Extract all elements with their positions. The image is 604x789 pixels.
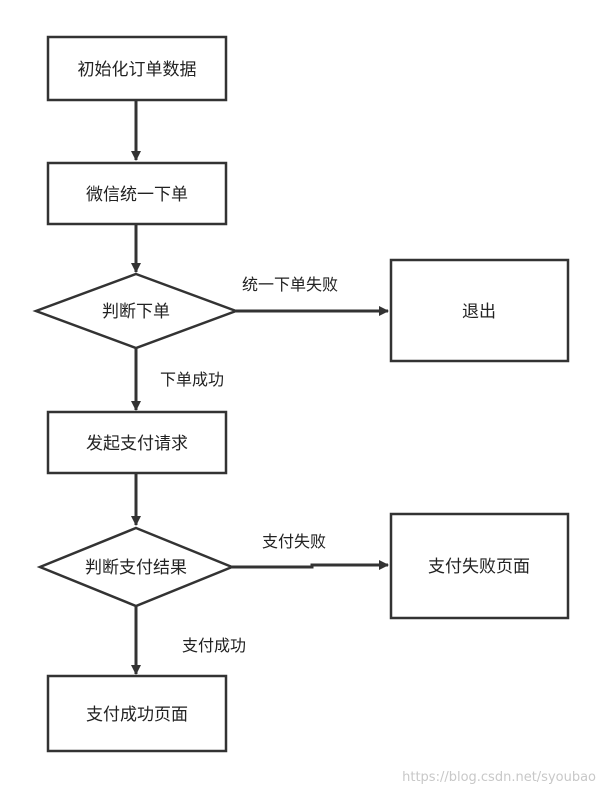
edge-label-pay-success: 支付成功 <box>182 636 246 655</box>
node-check-pay: 判断支付结果 <box>36 526 236 608</box>
node-pay-fail-page: 支付失败页面 <box>389 512 570 620</box>
edge-checkpay-to-failpage <box>232 560 389 570</box>
node-wechat-order-box <box>46 161 228 226</box>
node-pay-success-page-label: 支付成功页面 <box>86 705 188 725</box>
node-check-order-label: 判断下单 <box>102 302 170 322</box>
node-check-order-diamond <box>32 272 240 350</box>
node-exit-label: 退出 <box>462 302 496 322</box>
node-start-pay-label: 发起支付请求 <box>86 434 188 454</box>
watermark-text: https://blog.csdn.net/syoubao <box>402 770 596 785</box>
node-start-pay: 发起支付请求 <box>46 410 228 475</box>
node-start-pay-box <box>46 410 228 475</box>
node-pay-fail-page-label: 支付失败页面 <box>428 557 530 577</box>
node-exit: 退出 <box>389 258 570 363</box>
node-pay-fail-page-box <box>389 512 570 620</box>
edge-label-order-success: 下单成功 <box>160 370 224 389</box>
edge-label-order-fail: 统一下单失败 <box>242 275 338 294</box>
connectors <box>131 100 389 675</box>
edge-label-pay-fail: 支付失败 <box>262 532 326 551</box>
node-init-order-box <box>46 35 228 102</box>
node-wechat-order-label: 微信统一下单 <box>86 185 188 205</box>
node-check-pay-diamond <box>36 526 236 608</box>
node-check-order: 判断下单 <box>32 272 240 350</box>
node-wechat-order: 微信统一下单 <box>46 161 228 226</box>
node-init-order: 初始化订单数据 <box>46 35 228 102</box>
node-pay-success-page: 支付成功页面 <box>46 674 228 753</box>
node-check-pay-label: 判断支付结果 <box>85 558 187 578</box>
node-exit-box <box>389 258 570 363</box>
node-init-order-label: 初始化订单数据 <box>78 60 197 80</box>
node-pay-success-page-box <box>46 674 228 753</box>
